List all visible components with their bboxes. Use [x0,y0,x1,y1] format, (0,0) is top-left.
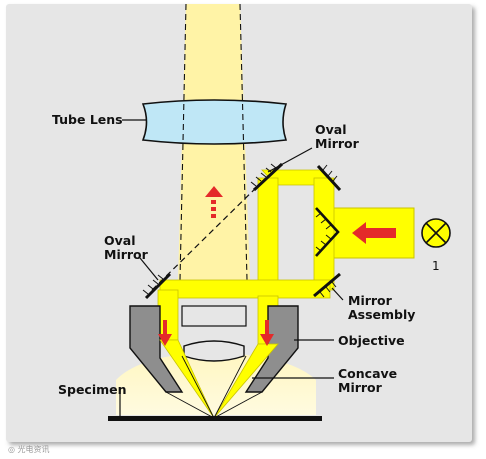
ray-line-3 [165,391,215,419]
cone-edge-left [179,3,187,281]
label-lamp-number: 1 [432,259,440,273]
dashed-diagonal [151,177,267,291]
tube-lens [141,99,288,145]
assembly-mirror-bottom [313,272,341,298]
label-line: Assembly [348,307,415,322]
label-line: Oval [104,233,136,248]
label-line: Oval [315,122,347,137]
oval-mirror-left [144,272,172,300]
label-line: Mirror [348,293,393,308]
label-line: Mirror [338,380,383,395]
ray-line-4 [213,391,263,419]
label-line: Mirror [315,136,360,151]
label-line: Concave [338,366,397,381]
assembly-mirror-top [316,164,342,192]
beam-down-left [157,289,179,341]
arrow-down-icon-right [260,320,274,346]
label-line: Mirror [104,247,149,262]
label-specimen: Specimen [58,382,127,397]
beam-bottom [159,279,331,299]
ray-line-1 [181,355,215,419]
arrow-down-icon [158,320,172,346]
ray-left [159,339,215,419]
arrow-left-icon [352,222,396,244]
beam-assembly [313,177,335,291]
watermark: ◎ 光电资讯 [8,444,50,454]
objective-top-slot [181,305,247,327]
objective-left [129,305,184,393]
convex-mirror [183,340,245,362]
cone-edge-right [239,3,248,281]
specimen-slide [108,416,322,421]
beam-down-right [257,177,279,297]
oval-mirror-top [252,162,284,192]
lamp-icon [421,218,451,248]
mirror-hatching [142,163,338,298]
leader-lines [119,119,344,416]
label-tube-lens: Tube Lens [52,112,123,127]
ray-line-2 [213,355,247,419]
label-objective: Objective [338,333,405,348]
arrow-up-dashed-icon [205,186,223,218]
assembly-v-mirror [315,207,340,257]
